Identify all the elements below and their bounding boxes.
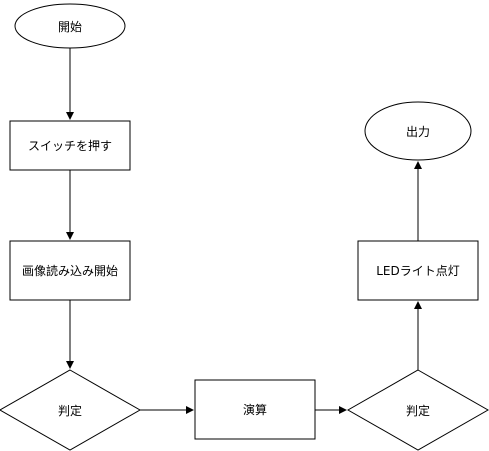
judge1-node xyxy=(0,369,142,451)
compute-node xyxy=(194,379,316,440)
switch-node xyxy=(9,120,131,171)
output-node xyxy=(364,101,472,161)
judge1-label: 判定 xyxy=(57,403,82,418)
led-node xyxy=(357,240,479,301)
read-label: 画像読み込み開始 xyxy=(21,264,118,278)
read-node xyxy=(9,240,131,301)
start-label: 開始 xyxy=(57,19,82,34)
judge2-node xyxy=(346,369,489,451)
switch-label: スイッチを押す xyxy=(27,139,112,153)
compute-label: 演算 xyxy=(242,403,267,417)
output-label: 出力 xyxy=(405,124,430,139)
judge2-label: 判定 xyxy=(405,403,430,418)
led-label: LEDライト点灯 xyxy=(376,264,460,278)
